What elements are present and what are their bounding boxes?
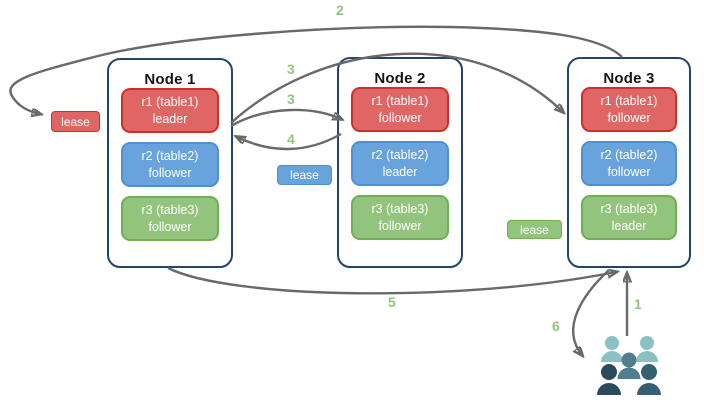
step-label-2: 2 — [336, 2, 344, 18]
arrow-step-2 — [9, 25, 623, 114]
node-3-title: Node 3 — [603, 70, 655, 87]
replica-role: follower — [148, 219, 192, 234]
node-1-box: Node 1 r1 (table1) leader r2 (table2) fo… — [107, 58, 233, 268]
users-icon — [597, 336, 661, 395]
step-label-1: 1 — [634, 296, 642, 312]
replica-role: follower — [378, 110, 422, 125]
node-3-replica-r2: r2 (table2) follower — [581, 141, 677, 186]
node-2-title: Node 2 — [374, 70, 426, 87]
step-label-3b: 3 — [287, 91, 295, 107]
replica-label: r2 (table2) — [600, 148, 658, 162]
replica-label: r1 (table1) — [371, 94, 429, 108]
node-1-replica-r1: r1 (table1) leader — [121, 88, 219, 133]
node-3-replica-r3: r3 (table3) leader — [581, 195, 677, 240]
replica-role: leader — [611, 218, 647, 233]
node-2-replica-r1: r1 (table1) follower — [351, 87, 449, 132]
lease-label: lease — [520, 222, 549, 237]
replica-label: r2 (table2) — [141, 149, 199, 163]
person-figure — [601, 336, 623, 362]
node-1-replica-r2: r2 (table2) follower — [121, 142, 219, 187]
node-2-box: Node 2 r1 (table1) follower r2 (table2) … — [337, 57, 463, 268]
node-1-title: Node 1 — [144, 71, 196, 88]
step-label-4: 4 — [287, 131, 295, 147]
replica-label: r3 (table3) — [600, 202, 658, 216]
node-3-box: Node 3 r1 (table1) follower r2 (table2) … — [567, 57, 691, 268]
replica-role: follower — [378, 218, 422, 233]
replica-role: follower — [607, 110, 651, 125]
lease-label: lease — [61, 114, 90, 129]
lease-badge-table2: lease — [277, 165, 332, 185]
step-label-5: 5 — [388, 294, 396, 310]
node-2-replica-r3: r3 (table3) follower — [351, 195, 449, 240]
step-label-6: 6 — [552, 318, 560, 334]
replica-label: r3 (table3) — [371, 202, 429, 216]
lease-label: lease — [290, 168, 319, 182]
node-3-replica-r1: r1 (table1) follower — [581, 87, 677, 132]
arrow-step-5 — [167, 266, 616, 295]
node-2-replica-r2: r2 (table2) leader — [351, 141, 449, 186]
person-figure — [636, 336, 658, 362]
person-figure — [637, 364, 661, 395]
replica-role: leader — [152, 111, 188, 126]
replica-label: r2 (table2) — [371, 148, 429, 162]
lease-badge-table1: lease — [51, 111, 100, 132]
lease-badge-table3: lease — [507, 220, 562, 239]
replica-role: leader — [382, 164, 418, 179]
node-1-replica-r3: r3 (table3) follower — [121, 196, 219, 241]
person-figure — [617, 352, 641, 379]
replica-role: follower — [148, 165, 192, 180]
replica-label: r1 (table1) — [141, 95, 199, 109]
arrow-step-3-to-node2 — [230, 108, 341, 128]
replica-label: r1 (table1) — [600, 94, 658, 108]
replica-label: r3 (table3) — [141, 203, 199, 217]
person-figure — [597, 364, 621, 395]
replica-role: follower — [607, 164, 651, 179]
step-label-3a: 3 — [287, 61, 295, 77]
